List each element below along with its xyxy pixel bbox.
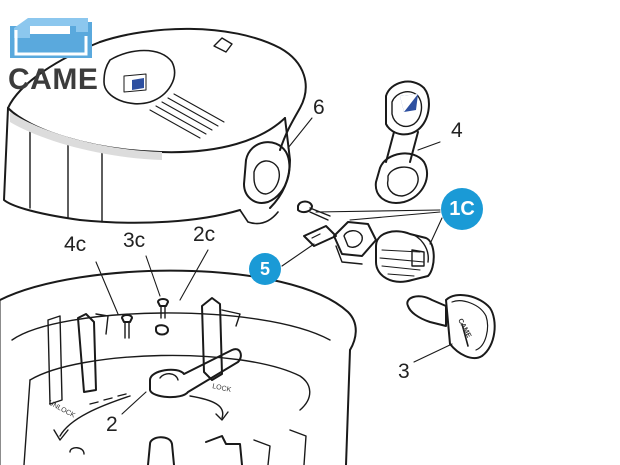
screw-3c: [155, 298, 169, 336]
callout-3: 3: [398, 360, 410, 383]
logo-text: CAME: [8, 63, 99, 96]
key-brand-engraving: CAME: [456, 318, 472, 340]
lock-engraving: LOCK: [212, 383, 232, 394]
logo-mark-icon: [10, 18, 92, 58]
came-logo: [8, 12, 96, 96]
lock-cylinder: [375, 230, 435, 283]
badge-5: 5: [249, 253, 281, 285]
unlock-engraving: UNLOCK: [47, 400, 76, 420]
callout-2c: 2c: [193, 223, 216, 246]
lock-key: [406, 293, 496, 360]
callout-4: 4: [451, 119, 463, 142]
callout-4c: 4c: [64, 233, 87, 256]
hex-nut: [333, 221, 377, 265]
screw-and-plate: [297, 200, 337, 247]
callout-6: 6: [313, 96, 325, 119]
badge-1c: 1C: [441, 188, 483, 230]
lock-cap: [374, 80, 430, 204]
screw-4c: [121, 314, 133, 339]
callout-3c: 3c: [123, 229, 146, 252]
gear-housing: [0, 269, 357, 465]
callout-2: 2: [106, 413, 118, 436]
